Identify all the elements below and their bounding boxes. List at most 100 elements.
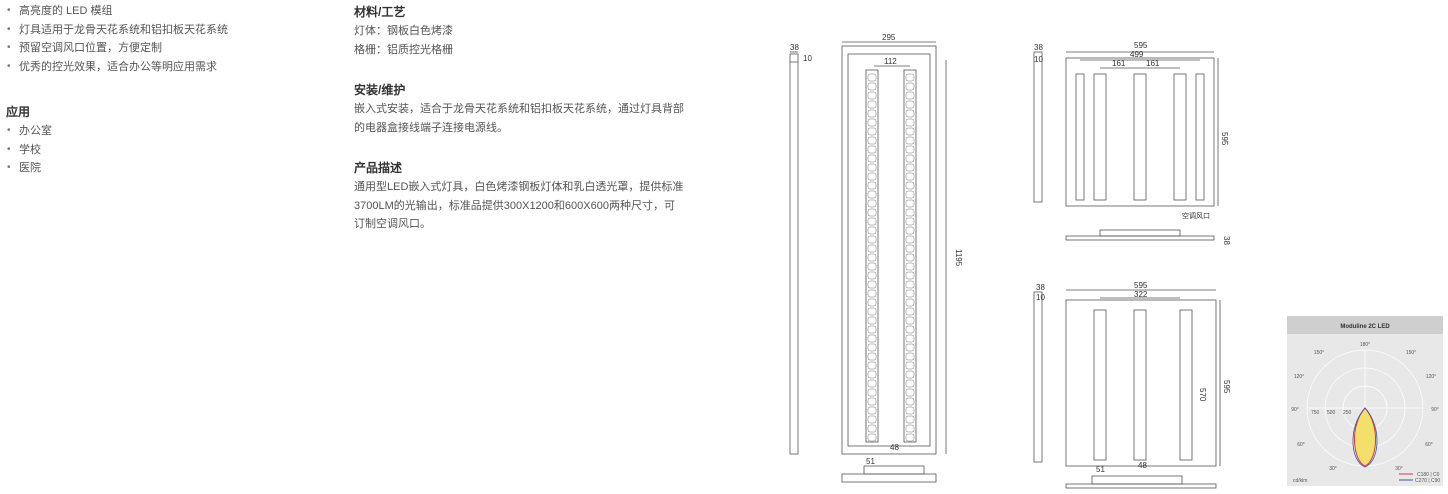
description-line: 订制空调风口。 <box>354 218 431 230</box>
vent-label: 空调风口 <box>1182 211 1210 220</box>
louvre-cell <box>905 298 915 307</box>
louvre-cell <box>867 289 877 298</box>
side-profile <box>1033 51 1043 203</box>
louvre-cell <box>867 253 877 262</box>
dim-label: 595 <box>1222 380 1230 394</box>
louvre-cell <box>905 226 915 235</box>
distribution-c0 <box>1353 407 1377 467</box>
angle-label: 90° <box>1291 407 1299 413</box>
louvre-cell <box>867 109 877 118</box>
louvre-cell <box>867 136 877 145</box>
louvre-cell <box>867 145 877 154</box>
louvre-cell <box>867 397 877 406</box>
fixture-body <box>1065 299 1217 467</box>
dim-label: 38 <box>1034 43 1043 52</box>
louvre-cell <box>905 100 915 109</box>
louvre-strip <box>1133 73 1147 201</box>
feature-item: 灯具适用于龙骨天花系统和铝扣板天花系统 <box>6 21 306 40</box>
louvre-strip <box>865 69 879 443</box>
dim-label: 595 <box>1220 132 1229 146</box>
louvre-cell <box>867 73 877 82</box>
angle-label: 60° <box>1425 442 1433 448</box>
feature-list: 高亮度的 LED 模组 灯具适用于龙骨天花系统和铝扣板天花系统 预留空调风口位置… <box>6 2 306 77</box>
louvre-cell <box>867 82 877 91</box>
louvre-cell <box>867 415 877 424</box>
features-column: 高亮度的 LED 模组 灯具适用于龙骨天花系统和铝扣板天花系统 预留空调风口位置… <box>6 2 306 178</box>
dim-label: 10 <box>1034 55 1043 64</box>
vent-slot <box>1075 73 1085 201</box>
louvre-strip <box>903 69 917 443</box>
base-rail <box>1065 483 1217 489</box>
louvre-cell <box>905 262 915 271</box>
dim-label: 51 <box>1096 465 1105 474</box>
dim-label: 10 <box>1036 293 1045 302</box>
louvre-cell <box>867 100 877 109</box>
scale-label: 500 <box>1327 410 1336 416</box>
louvre-cell <box>905 73 915 82</box>
scale-label: 250 <box>1343 410 1352 416</box>
louvre-cell <box>867 334 877 343</box>
louvre-cell <box>867 163 877 172</box>
louvre-cell <box>867 388 877 397</box>
angle-label: 60° <box>1297 442 1305 448</box>
louvre-cell <box>905 127 915 136</box>
side-profile <box>789 53 799 455</box>
louvre-cell <box>867 190 877 199</box>
louvre-cell <box>867 199 877 208</box>
louvre-cell <box>867 226 877 235</box>
angle-label: 120° <box>1294 374 1304 380</box>
louvre-strip <box>1133 309 1147 461</box>
louvre-cell <box>905 334 915 343</box>
install-heading: 安装/维护 <box>354 83 406 97</box>
louvre-cell <box>867 316 877 325</box>
side-profile <box>1033 291 1043 463</box>
drawing-300x1200: 38 10 295 112 1195 48 51 <box>789 34 963 483</box>
dim-label: 1195 <box>954 249 963 267</box>
materials-line: 格栅：铝质控光格栅 <box>354 43 453 56</box>
louvre-cell <box>905 154 915 163</box>
louvre-cell <box>905 235 915 244</box>
legend-c90: C270 | C90 <box>1415 478 1440 484</box>
louvre-cell <box>905 82 915 91</box>
louvre-cell <box>905 433 915 442</box>
louvre-cell <box>905 316 915 325</box>
louvre-cell <box>905 307 915 316</box>
louvre-cell <box>867 370 877 379</box>
dim-label: 38 <box>1222 236 1230 245</box>
application-item: 医院 <box>6 159 306 178</box>
louvre-cell <box>905 172 915 181</box>
louvre-cell <box>905 379 915 388</box>
dim-label: 51 <box>866 457 875 466</box>
dim-label: 10 <box>803 54 812 63</box>
dim-label: 161 <box>1112 59 1126 68</box>
louvre-cell <box>867 280 877 289</box>
louvre-cell <box>905 361 915 370</box>
base-rail <box>1065 235 1215 241</box>
feature-item: 高亮度的 LED 模组 <box>6 2 306 21</box>
dim-label: 570 <box>1198 388 1207 402</box>
install-line: 嵌入式安装，适合于龙骨天花系统和铝扣板天花系统，通过灯具背部 <box>354 103 684 115</box>
louvre-cell <box>867 172 877 181</box>
louvre-cell <box>867 307 877 316</box>
base-rail <box>841 473 937 483</box>
louvre-cell <box>867 361 877 370</box>
louvre-cell <box>867 298 877 307</box>
louvre-cell <box>867 424 877 433</box>
louvre-cell <box>905 244 915 253</box>
louvre-cell <box>905 136 915 145</box>
louvre-cell <box>905 388 915 397</box>
dim-label: 48 <box>1138 461 1147 470</box>
louvre-cell <box>867 343 877 352</box>
dim-label: 38 <box>790 43 799 52</box>
specs-column: 材料/工艺 灯体：钢板白色烤漆 格栅：铝质控光格栅 安装/维护 嵌入式安装，适合… <box>354 3 714 234</box>
application-list: 办公室 学校 医院 <box>6 122 306 178</box>
application-heading: 应用 <box>6 104 31 119</box>
louvre-cell <box>905 217 915 226</box>
application-item: 学校 <box>6 141 306 160</box>
dim-label: 499 <box>1130 50 1144 59</box>
louvre-cell <box>867 154 877 163</box>
electrical-box <box>1091 475 1183 485</box>
fixture-body <box>841 45 937 455</box>
distribution-c90 <box>1352 407 1378 468</box>
electrical-box <box>863 465 925 475</box>
